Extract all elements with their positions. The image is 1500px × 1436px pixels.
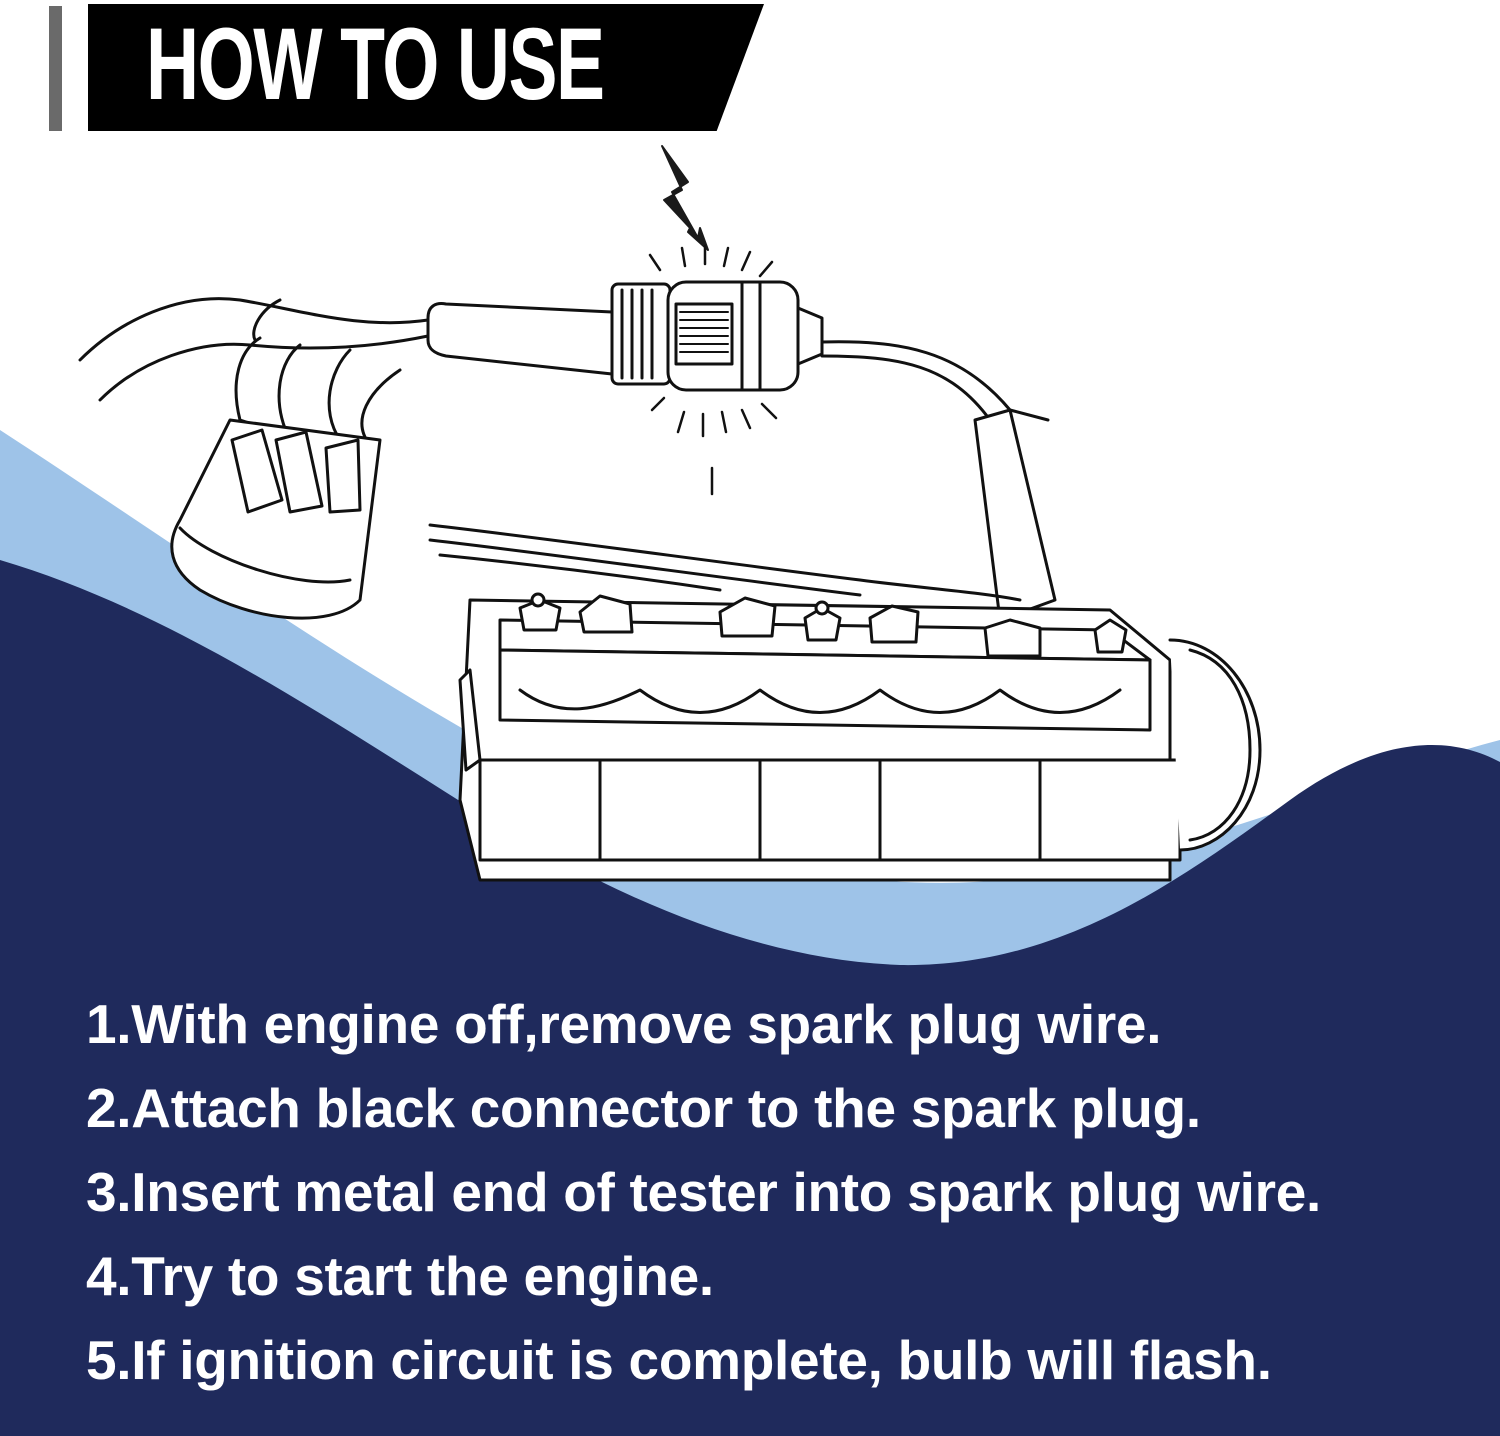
- instruction-step: 2.Attach black connector to the spark pl…: [86, 1077, 1201, 1139]
- instruction-list: 1.With engine off,remove spark plug wire…: [86, 982, 1476, 1402]
- instruction-step: 1.With engine off,remove spark plug wire…: [86, 993, 1162, 1055]
- page-title: HOW TO USE: [146, 7, 605, 121]
- instruction-step: 3.Insert metal end of tester into spark …: [86, 1161, 1322, 1223]
- header-banner: [88, 4, 764, 131]
- distributor-cap-icon: [170, 418, 382, 620]
- engine-block-icon: [458, 592, 1262, 882]
- navy-wave: [0, 560, 1500, 1436]
- instruction-step: 5.If ignition circuit is complete, bulb …: [86, 1329, 1272, 1391]
- header-accent-bar: [49, 6, 62, 131]
- spark-tester-icon: [426, 280, 824, 392]
- illustration: [78, 145, 1262, 882]
- spark-rays: [648, 244, 778, 496]
- instruction-step: 4.Try to start the engine.: [86, 1245, 714, 1307]
- lightning-bolt-icon: [661, 145, 709, 251]
